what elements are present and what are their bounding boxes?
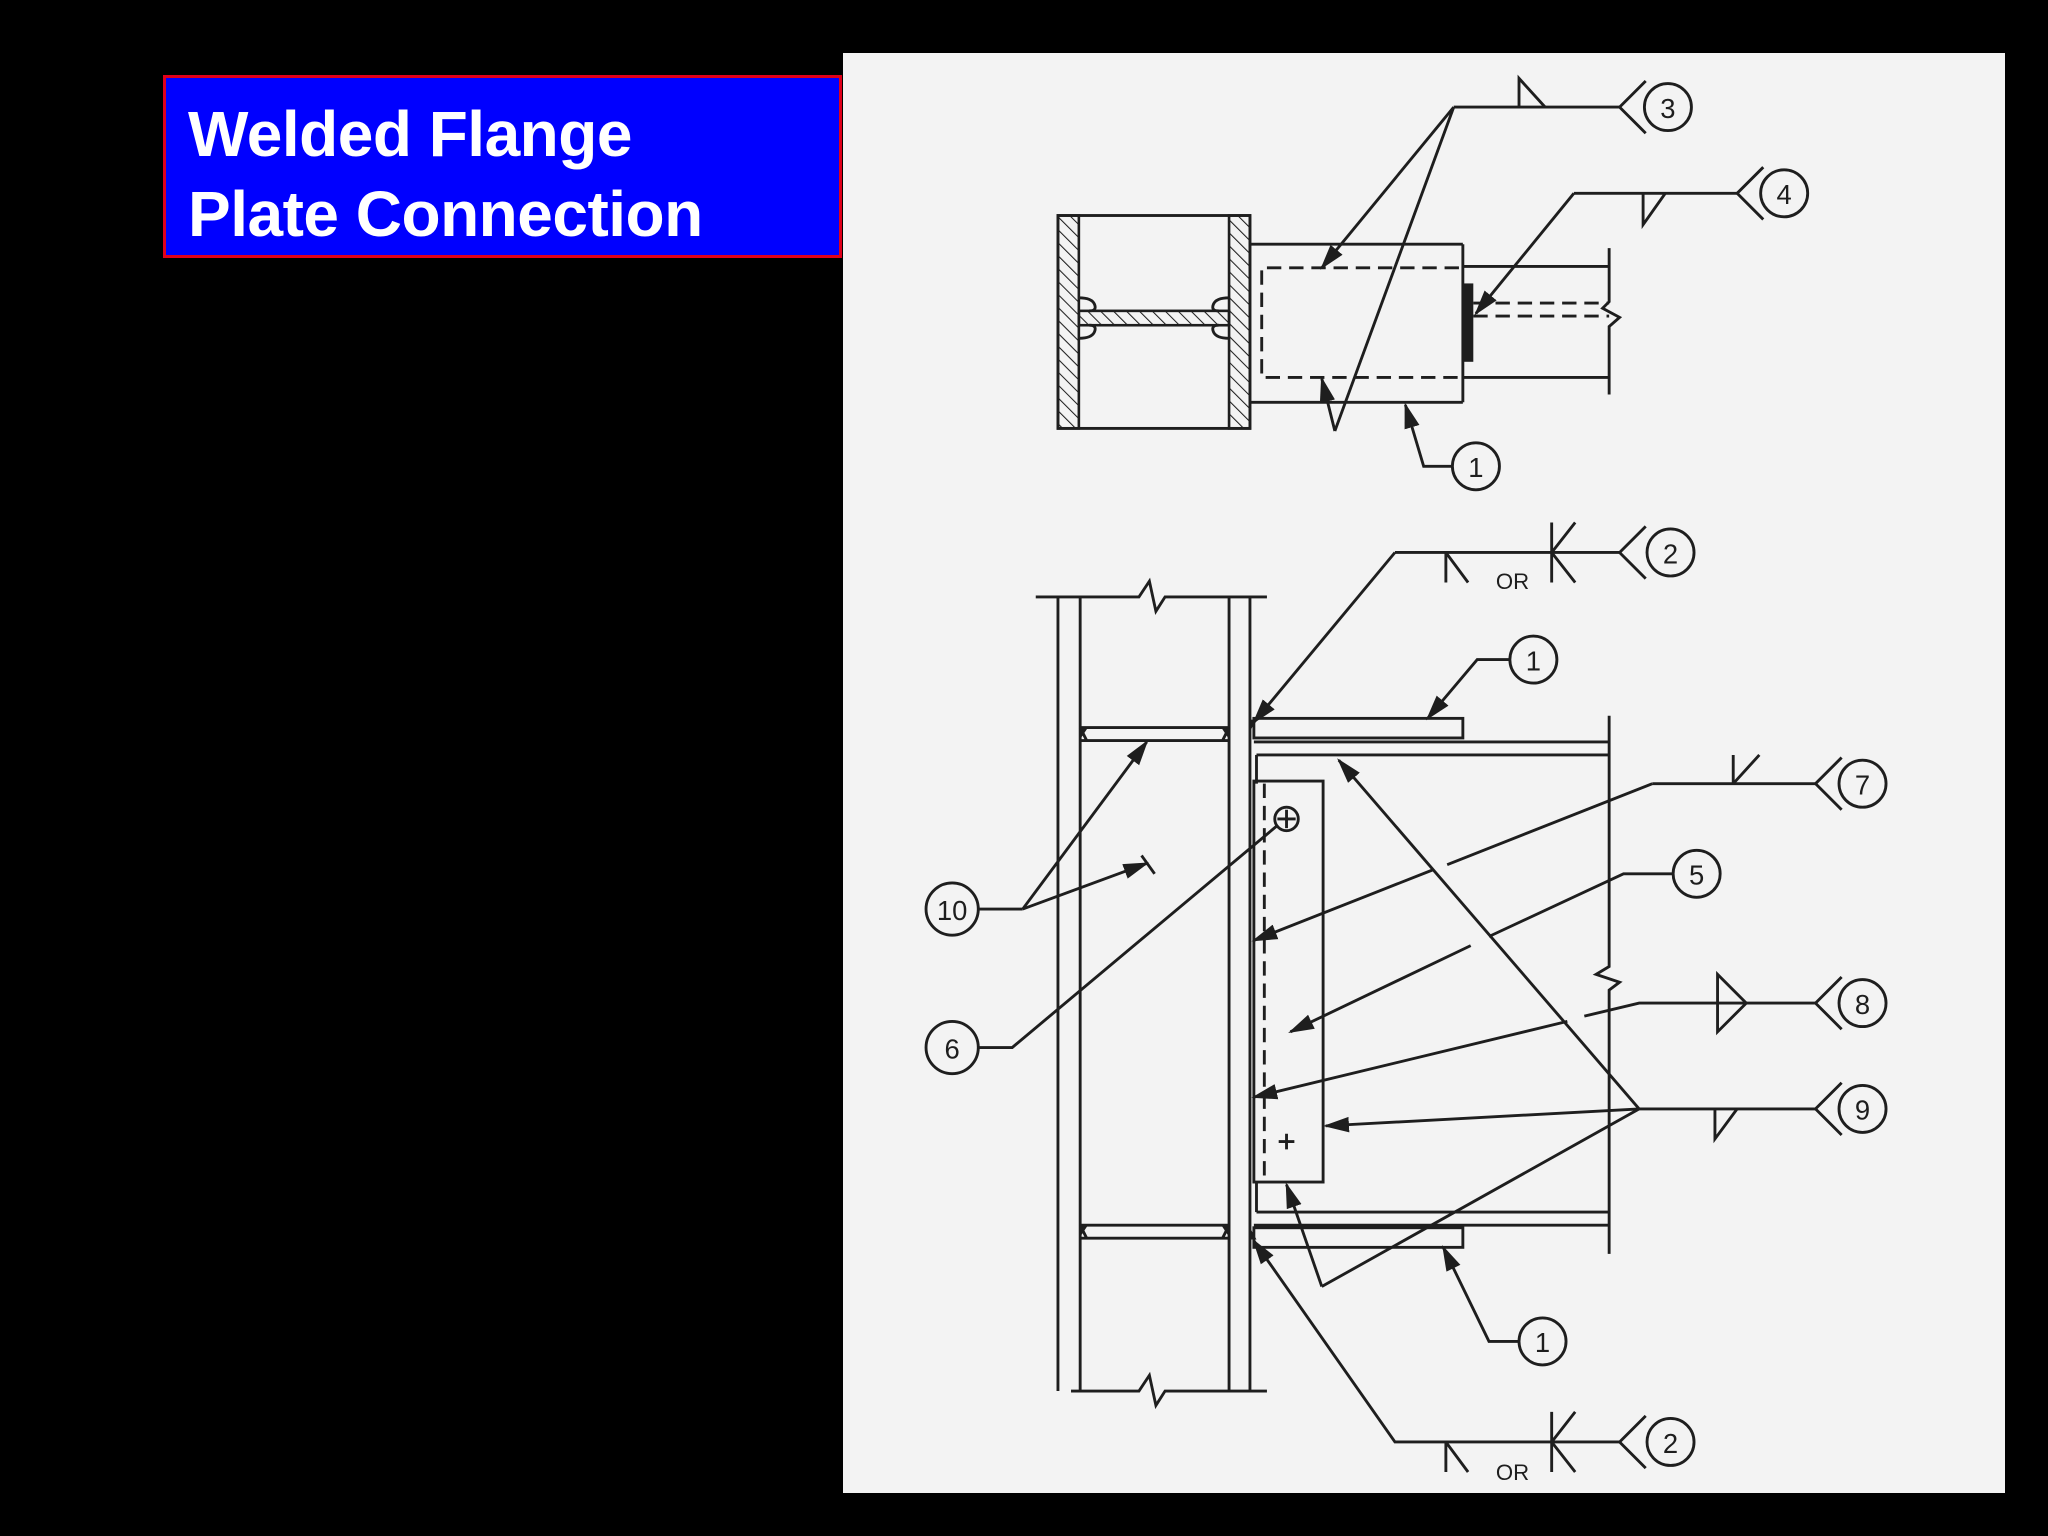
column-elevation	[1035, 577, 1267, 1410]
svg-text:8: 8	[1855, 989, 1870, 1020]
elev-callout-6: 6	[924, 824, 1279, 1076]
svg-text:1: 1	[1535, 1327, 1550, 1358]
svg-text:1: 1	[1468, 452, 1483, 483]
svg-text:10: 10	[937, 895, 967, 926]
svg-text:OR: OR	[1496, 569, 1529, 594]
column-section-plan	[1056, 214, 1252, 430]
beam-plan	[1462, 248, 1623, 395]
beam-elevation	[1249, 715, 1623, 1254]
bolt-plus-icon	[1278, 1133, 1295, 1150]
svg-text:5: 5	[1689, 860, 1704, 891]
svg-text:2: 2	[1663, 538, 1678, 569]
bottom-flange-plate	[1252, 1226, 1465, 1249]
elev-callout-7: 7	[1251, 753, 1888, 942]
elev-callout-1-bottom: 1	[1441, 1245, 1568, 1367]
elev-callout-10: 10	[924, 739, 1156, 937]
elev-callout-9: 9	[1285, 758, 1888, 1288]
plan-view: 3 4 1	[1056, 74, 1810, 492]
elevation-view: OR 2 1 7 5	[924, 521, 1888, 1485]
svg-text:4: 4	[1777, 179, 1792, 210]
flange-plate-plan	[1249, 242, 1465, 404]
drawing-paper	[843, 53, 2005, 1493]
svg-text:6: 6	[945, 1033, 960, 1064]
svg-text:1: 1	[1526, 645, 1541, 676]
elev-callout-5: 5	[1288, 848, 1722, 1034]
shear-tab	[1252, 779, 1325, 1184]
svg-text:OR: OR	[1496, 1460, 1529, 1485]
title-line-2: Plate Connection	[188, 178, 703, 250]
slide-title-box: Welded Flange Plate Connection	[163, 75, 842, 258]
svg-text:3: 3	[1660, 93, 1675, 124]
elev-callout-1-top: 1	[1425, 634, 1559, 721]
title-line-1: Welded Flange	[188, 98, 632, 170]
plan-callout-1: 1	[1404, 402, 1501, 492]
svg-text:7: 7	[1855, 769, 1870, 800]
elev-callout-8: 8	[1251, 970, 1888, 1100]
svg-text:9: 9	[1855, 1095, 1870, 1126]
plan-callout-4: 4	[1474, 166, 1810, 316]
bolt-hole-icon	[1273, 805, 1300, 833]
weld-bar	[1462, 283, 1474, 362]
svg-text:2: 2	[1663, 1428, 1678, 1459]
plan-callout-3: 3	[1319, 74, 1693, 432]
top-flange-plate	[1252, 716, 1465, 740]
elev-callout-2-bottom: OR 2	[1252, 1238, 1696, 1485]
elev-callout-2-top: OR 2	[1252, 521, 1696, 725]
